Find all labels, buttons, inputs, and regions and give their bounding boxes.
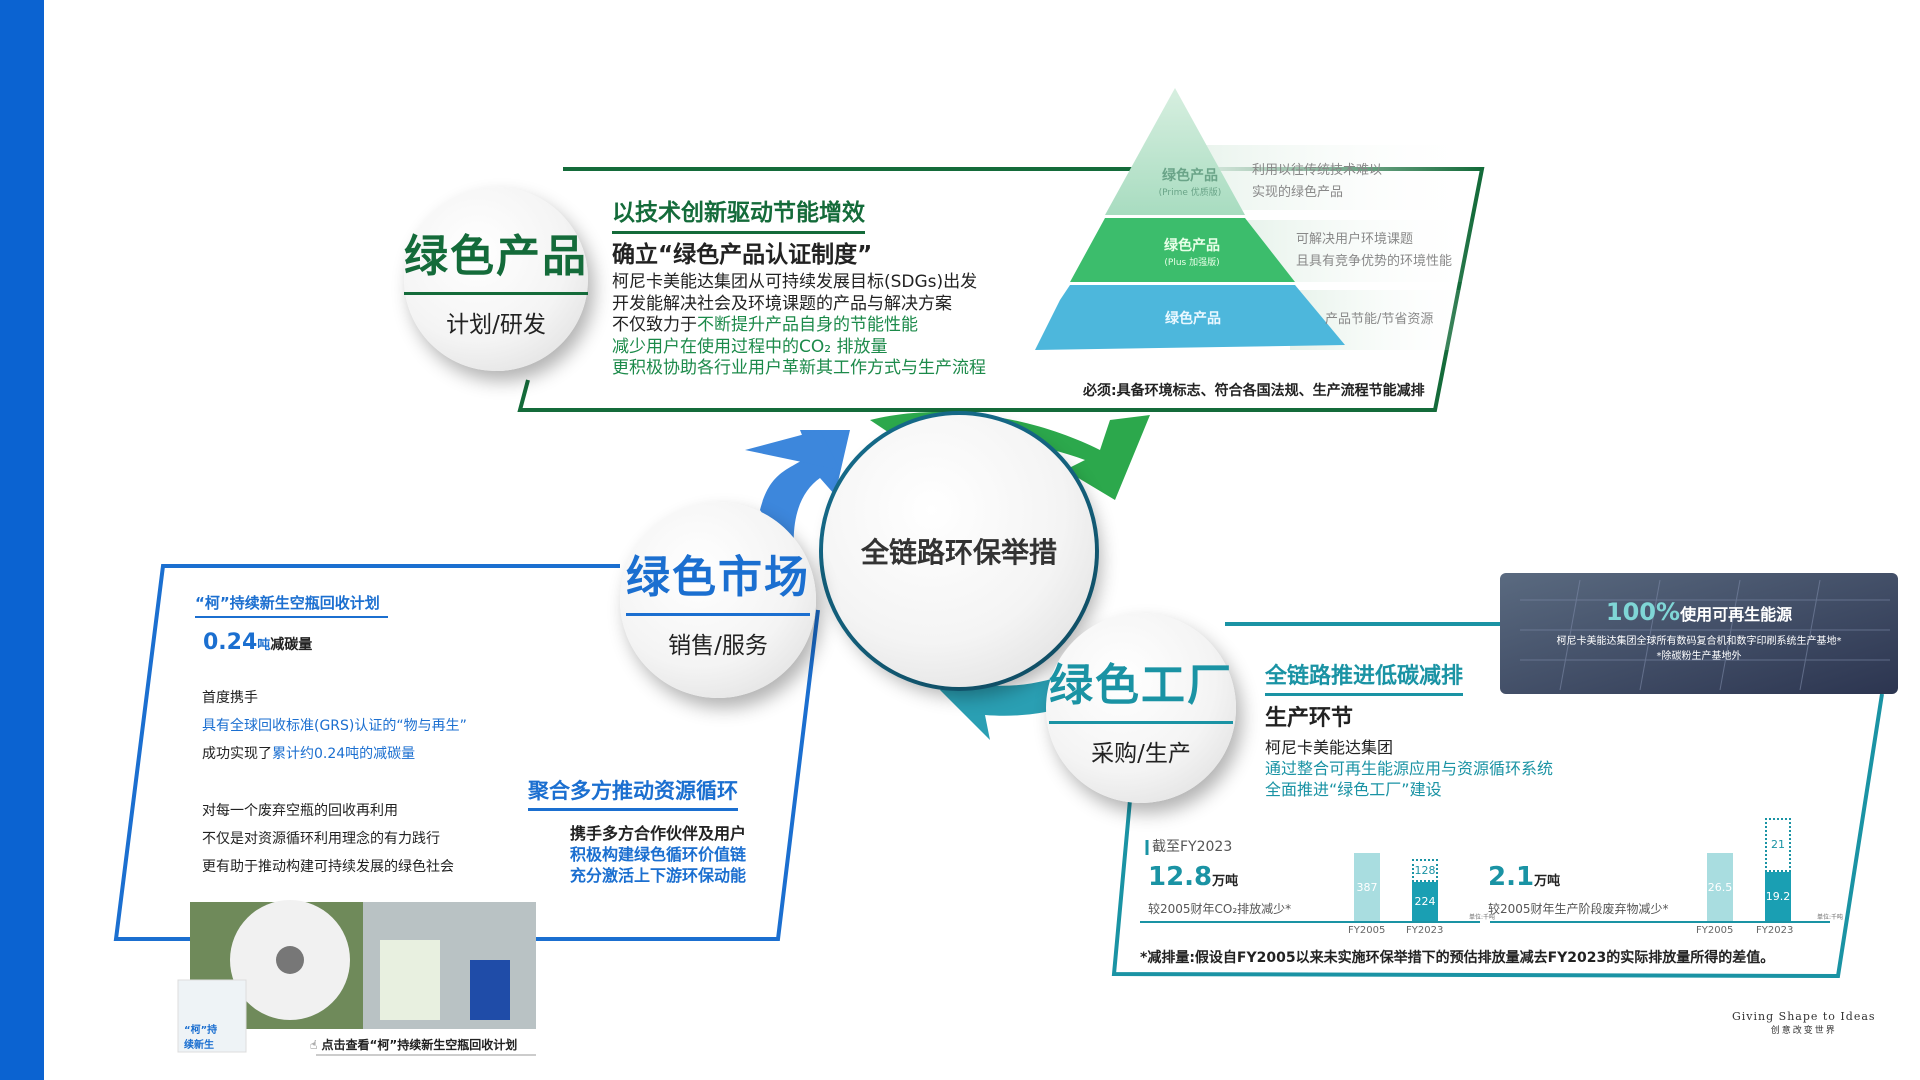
co2-unit: 单位:千吨	[1469, 914, 1496, 921]
waste-bar-fy2005: 26.5	[1707, 853, 1733, 921]
market-p2: 对每一个废弃空瓶的回收再利用不仅是对资源循环利用理念的有力践行更有助于推动构建可…	[202, 803, 454, 875]
green-factory-title: 绿色工厂	[1049, 649, 1233, 724]
co2-bar-fy2023: 224	[1412, 881, 1438, 921]
market-p1: 首度携手具有全球回收标准(GRS)认证的“物与再生” 成功实现了累计约0.24吨…	[202, 690, 467, 762]
solar-caption: 100%使用可再生能源 柯尼卡美能达集团全球所有数码复合机和数字印刷系统生产基地…	[1556, 598, 1842, 662]
pyramid-base-desc: 产品节能/节省资源	[1325, 312, 1434, 327]
factory-lines: 柯尼卡美能达集团通过整合可再生能源应用与资源循环系统全面推进“绿色工厂”建设	[1265, 738, 1554, 799]
market-stat: 0.24吨减碳量	[203, 630, 313, 655]
green-market-sub: 销售/服务	[668, 632, 768, 659]
pyramid-mid-desc: 可解决用户环境课题且具有竞争优势的环境性能	[1296, 232, 1453, 269]
factory-footnote: *减排量:假设自FY2005以来未实施环保举措下的预估排放量减去FY2023的实…	[1140, 950, 1775, 966]
co2-x-fy2023: FY2023	[1406, 925, 1444, 936]
waste-bar-reduced: 21	[1765, 817, 1791, 872]
pyramid-mid	[1070, 218, 1295, 282]
co2-stat: 12.8万吨	[1148, 862, 1239, 892]
green-factory-circle[interactable]: 绿色工厂 采购/生产	[1046, 613, 1236, 803]
pyramid-top-label: 绿色产品(Prime 优质版)	[1158, 168, 1222, 198]
green-market-circle[interactable]: 绿色市场 销售/服务	[620, 502, 816, 698]
waste-unit: 单位:千吨	[1817, 914, 1844, 921]
market-frame	[113, 564, 820, 941]
pyramid-top	[1105, 88, 1245, 215]
program-title: “柯”持续新生空瓶回收计划	[195, 592, 388, 618]
green-product-circle[interactable]: 绿色产品 计划/研发	[404, 187, 588, 371]
waste-stat: 2.1万吨	[1488, 862, 1561, 892]
waste-label: 较2005财年生产阶段废弃物减少*	[1488, 902, 1669, 916]
co2-x-fy2005: FY2005	[1348, 925, 1386, 936]
program-link[interactable]: ☝ 点击查看“柯”持续新生空瓶回收计划	[310, 1038, 518, 1052]
green-product-sub: 计划/研发	[446, 311, 546, 338]
product-text: 柯尼卡美能达集团从可持续发展目标(SDGs)出发 开发能解决社会及环境课题的产品…	[612, 272, 986, 378]
waste-x-fy2005: FY2005	[1696, 925, 1734, 936]
factory-subheading: 生产环节	[1265, 706, 1354, 731]
tote-bag	[177, 979, 247, 1053]
product-requirement: 必须:具备环境标志、符合各国法规、生产流程节能减排	[1083, 383, 1425, 399]
co2-bar-reduced: 128	[1412, 859, 1438, 882]
market-heading: 聚合多方推动资源循环	[528, 775, 738, 811]
green-market-title: 绿色市场	[626, 541, 810, 616]
pyramid-base	[1035, 285, 1345, 350]
factory-frame-2	[1111, 693, 1884, 979]
product-subheading: 确立“绿色产品认证制度”	[612, 242, 873, 268]
green-product-title: 绿色产品	[404, 220, 588, 295]
tote-bag-text: “柯”持续新生	[184, 1025, 218, 1051]
waste-bar-fy2023: 19.2	[1765, 871, 1791, 921]
solar-panel-image	[1500, 573, 1898, 694]
green-factory-sub: 采购/生产	[1091, 740, 1191, 767]
co2-label: 较2005财年CO₂排放减少*	[1148, 902, 1292, 916]
waste-x-fy2023: FY2023	[1756, 925, 1794, 936]
pyramid-base-label: 绿色产品	[1165, 311, 1221, 327]
hand-pointer-icon: ☝	[310, 1038, 318, 1052]
pyramid-mid-label: 绿色产品(Plus 加强版)	[1164, 238, 1220, 268]
factory-heading: 全链路推进低碳减排	[1265, 658, 1464, 696]
pyramid-top-desc: 利用以往传统技术难以实现的绿色产品	[1252, 163, 1383, 200]
co2-bar-fy2005: 387	[1354, 853, 1380, 921]
brand-slogan: Giving Shape to Ideas 创意改变世界	[1732, 1010, 1876, 1036]
left-accent-bar	[0, 0, 44, 1080]
as-of-label: 截至FY2023	[1152, 839, 1233, 855]
market-lines: 携手多方合作伙伴及用户积极构建绿色循环价值链充分激活上下游环保动能	[570, 824, 747, 885]
center-title: 全链路环保举措	[860, 536, 1057, 569]
center-circle: 全链路环保举措	[823, 415, 1095, 687]
product-heading: 以技术创新驱动节能增效	[612, 193, 865, 234]
